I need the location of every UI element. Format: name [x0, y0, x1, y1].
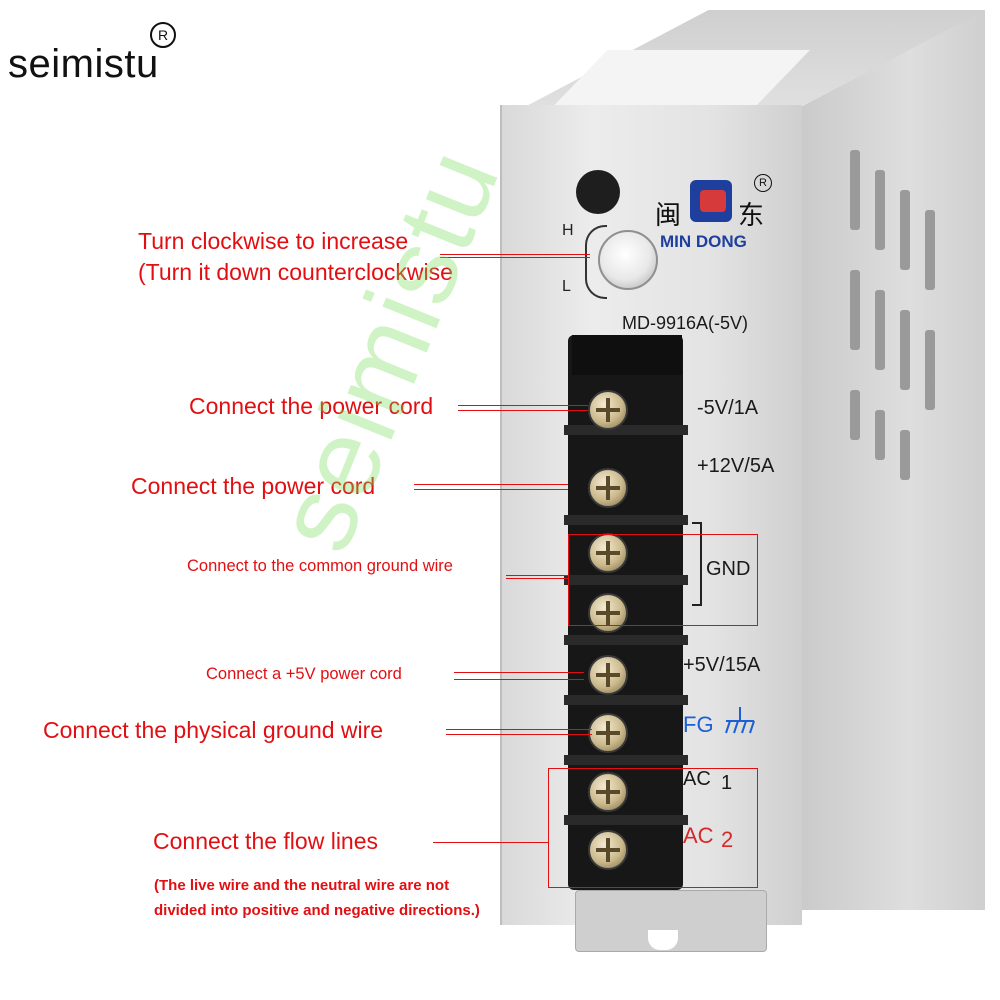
- mounting-hole: [648, 930, 678, 950]
- callout-pot-line1: Turn clockwise to increase: [138, 228, 409, 254]
- device-side-panel: [795, 10, 985, 910]
- logo-cn-char-1: 闽: [655, 200, 682, 230]
- terminal-label-fg: FG: [683, 712, 714, 737]
- terminal-divider: [564, 635, 688, 645]
- callout-flow-lines: Connect the flow lines: [153, 828, 379, 854]
- callout-pot-leader: [440, 254, 590, 258]
- terminal-label-ac2-text: AC: [683, 823, 714, 848]
- terminal-screw-fg[interactable]: [588, 713, 628, 753]
- voltage-adjust-knob[interactable]: [598, 230, 658, 290]
- terminal-divider: [564, 755, 688, 765]
- callout-power-cord-1-leader: [458, 405, 588, 411]
- terminal-divider: [564, 425, 688, 435]
- pot-high-label: H: [562, 222, 574, 239]
- gnd-highlight-box: [568, 534, 758, 626]
- terminal-screw-gnd-2[interactable]: [588, 593, 628, 633]
- callout-flow-note-line2: divided into positive and negative direc…: [154, 902, 480, 919]
- terminal-divider: [564, 695, 688, 705]
- callout-physical-ground: Connect the physical ground wire: [43, 717, 384, 743]
- terminal-screw-ac2[interactable]: [588, 830, 628, 870]
- model-number: MD-9916A(-5V): [622, 313, 749, 333]
- terminal-divider: [564, 575, 688, 585]
- terminal-divider: [564, 515, 688, 525]
- terminal-label-plus12: +12V/5A: [697, 455, 775, 477]
- min-dong-logo-mark: [700, 190, 726, 212]
- indicator-hole: [576, 170, 620, 214]
- callout-common-ground-leader: [506, 575, 568, 579]
- terminal-label-ac1-num: 1: [721, 772, 733, 794]
- callout-power-cord-1: Connect the power cord: [189, 393, 434, 419]
- logo-english-name: MIN DONG: [660, 232, 747, 251]
- device-vents: [840, 150, 960, 750]
- callout-power-cord-2-leader: [414, 484, 568, 490]
- callout-flow-lines-leader: [433, 842, 549, 844]
- callout-plus5-cord: Connect a +5V power cord: [206, 665, 402, 683]
- gnd-group-bracket: [692, 522, 702, 606]
- logo-cn-char-2: 东: [738, 200, 765, 230]
- terminal-label-ac2-num: 2: [721, 827, 734, 852]
- callout-common-ground: Connect to the common ground wire: [187, 557, 453, 575]
- terminal-screw-minus5[interactable]: [588, 390, 628, 430]
- terminal-divider: [564, 815, 688, 825]
- callout-pot-line2: (Turn it down counterclockwise: [138, 259, 453, 285]
- callout-flow-note-line1: (The live wire and the neutral wire are …: [154, 877, 450, 894]
- terminal-screw-plus5[interactable]: [588, 655, 628, 695]
- watermark: seimistu: [251, 131, 524, 567]
- logo-registered-mark: R: [754, 174, 772, 192]
- terminal-label-ac1-text: AC: [683, 768, 711, 790]
- brand-registered-mark: R: [150, 22, 176, 48]
- terminal-label-gnd: GND: [706, 558, 751, 580]
- callout-plus5-leader: [454, 672, 584, 680]
- earth-ground-icon: [725, 707, 755, 734]
- callout-power-cord-2: Connect the power cord: [131, 473, 376, 499]
- terminal-screw-ac1[interactable]: [588, 772, 628, 812]
- terminal-label-plus5: +5V/15A: [683, 654, 761, 676]
- terminal-label-minus5: -5V/1A: [697, 397, 759, 419]
- ac-highlight-box: [548, 768, 758, 888]
- terminal-screw-plus12[interactable]: [588, 468, 628, 508]
- brand-name: seimistu: [8, 42, 159, 86]
- terminal-cover: [572, 335, 682, 375]
- callout-physical-ground-leader: [446, 729, 592, 735]
- pot-low-label: L: [562, 278, 571, 295]
